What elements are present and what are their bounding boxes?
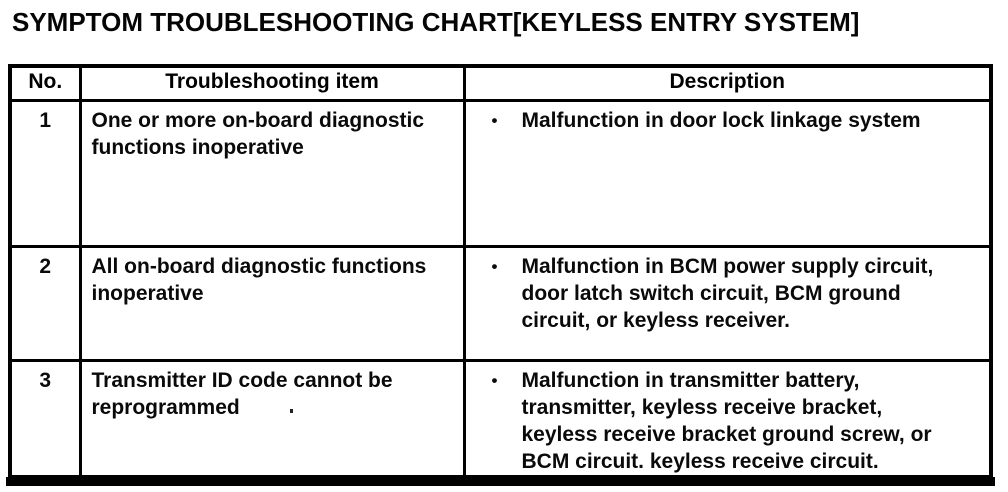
description-line: Malfunction in door lock linkage system: [521, 108, 921, 132]
bottom-rule: [6, 477, 995, 486]
troubleshooting-item-cell: All on-board diagnostic functions inoper…: [78, 244, 466, 362]
item-text-line: All on-board diagnostic functions: [91, 254, 427, 278]
table-row: 2 All on-board diagnostic functions inop…: [8, 244, 993, 362]
description-cell: • Malfunction in transmitter battery, tr…: [462, 358, 993, 478]
symptom-troubleshooting-table: No. Troubleshooting item Description 1 O…: [8, 64, 993, 479]
table-header-row: No. Troubleshooting item Description: [8, 64, 993, 102]
description-line: circuit, or keyless receiver.: [521, 308, 791, 332]
description-line: transmitter, keyless receive bracket,: [521, 395, 883, 419]
item-text-line: functions inoperative: [91, 135, 304, 159]
row-number: 2: [8, 244, 82, 362]
row-number: 1: [8, 98, 82, 248]
col-header-no: No.: [8, 64, 82, 102]
item-text-line: inoperative: [91, 281, 204, 305]
bullet-icon: •: [491, 256, 498, 276]
item-text-line: One or more on-board diagnostic: [91, 108, 425, 132]
page-title: SYMPTOM TROUBLESHOOTING CHART[KEYLESS EN…: [12, 7, 860, 37]
description-text: Malfunction in door lock linkage system: [522, 107, 984, 134]
col-header-troubleshooting-item: Troubleshooting item: [78, 64, 466, 102]
troubleshooting-item-cell: One or more on-board diagnostic function…: [78, 98, 466, 248]
row-number: 3: [8, 358, 82, 478]
troubleshooting-item-cell: Transmitter ID code cannot be reprogramm…: [78, 358, 466, 478]
bullet-icon: •: [491, 110, 498, 130]
description-line: keyless receive bracket ground screw, or: [521, 422, 932, 446]
table-row: 3 Transmitter ID code cannot be reprogra…: [8, 358, 993, 478]
description-line: Malfunction in transmitter battery,: [521, 368, 860, 392]
description-cell: • Malfunction in door lock linkage syste…: [462, 98, 993, 248]
description-cell: • Malfunction in BCM power supply circui…: [462, 244, 993, 362]
item-text-line: Transmitter ID code cannot be: [91, 368, 393, 392]
bullet-icon: •: [491, 370, 498, 390]
col-header-description: Description: [462, 64, 993, 102]
description-line: BCM circuit. keyless receive circuit.: [521, 449, 879, 473]
item-text-line: reprogrammed: [91, 395, 240, 419]
description-line: door latch switch circuit, BCM ground: [521, 281, 901, 305]
description-text: Malfunction in BCM power supply circuit,…: [522, 253, 984, 334]
description-line: Malfunction in BCM power supply circuit,: [521, 254, 934, 278]
scan-artifact-dot: [289, 408, 293, 413]
description-text: Malfunction in transmitter battery, tran…: [522, 367, 984, 475]
table-row: 1 One or more on-board diagnostic functi…: [8, 98, 993, 248]
